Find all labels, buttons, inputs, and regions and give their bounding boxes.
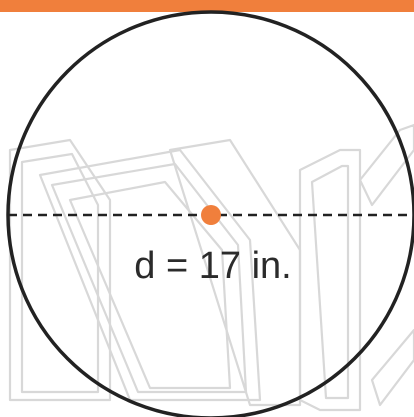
diameter-label: d = 17 in.	[134, 245, 291, 287]
book-logo-icon	[8, 123, 414, 412]
top-accent-bar	[0, 0, 414, 12]
center-point	[201, 205, 221, 225]
